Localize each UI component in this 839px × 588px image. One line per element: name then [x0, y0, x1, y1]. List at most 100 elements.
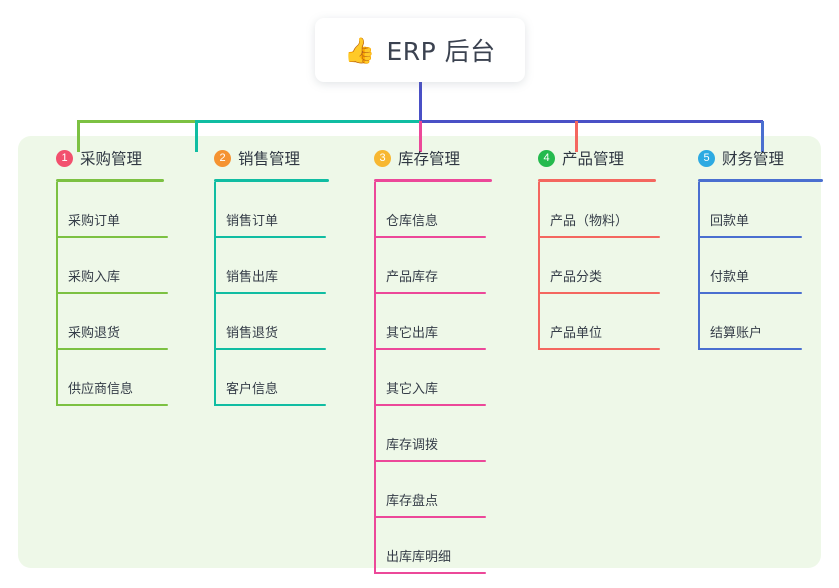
leaf-node-label: 客户信息 — [226, 382, 279, 397]
leaf-node[interactable]: 其它出库 — [358, 294, 510, 350]
column-title-3: 库存管理 — [398, 150, 461, 168]
leaf-node-underline — [698, 348, 802, 350]
leaf-node[interactable]: 库存调拨 — [358, 406, 510, 462]
column-spine-5 — [698, 182, 700, 350]
leaf-node[interactable]: 产品库存 — [358, 238, 510, 294]
column-header-rule-2 — [214, 179, 329, 182]
leaf-node-underline — [698, 236, 802, 238]
leaf-node-label: 采购入库 — [68, 270, 121, 285]
column-header-2[interactable]: 2 销售管理 — [198, 146, 348, 170]
leaf-node-label: 销售出库 — [226, 270, 279, 285]
column-header-rule-5 — [698, 179, 823, 182]
leaf-node[interactable]: 采购退货 — [40, 294, 190, 350]
column-spine-4 — [538, 182, 540, 350]
leaf-node[interactable]: 产品分类 — [522, 238, 684, 294]
leaf-node[interactable]: 销售出库 — [198, 238, 348, 294]
column-header-4[interactable]: 4 产品管理 — [522, 146, 684, 170]
column-spine-2 — [214, 182, 216, 406]
column-header-rule-4 — [538, 179, 656, 182]
leaf-node-label: 采购退货 — [68, 326, 121, 341]
leaf-node-underline — [374, 460, 486, 462]
leaf-node-label: 产品（物料） — [550, 214, 629, 229]
column-1: 1 采购管理采购订单采购入库采购退货供应商信息 — [40, 146, 190, 406]
leaf-node-underline — [698, 292, 802, 294]
leaf-node-label: 供应商信息 — [68, 382, 134, 397]
leaf-node[interactable]: 采购订单 — [40, 182, 190, 238]
leaf-node-underline — [214, 236, 326, 238]
column-spine-3 — [374, 182, 376, 574]
column-spine-1 — [56, 182, 58, 406]
column-items-2: 销售订单销售出库销售退货客户信息 — [198, 182, 348, 406]
leaf-node-underline — [214, 404, 326, 406]
leaf-node[interactable]: 采购入库 — [40, 238, 190, 294]
leaf-node-underline — [56, 348, 168, 350]
leaf-node-label: 产品分类 — [550, 270, 603, 285]
leaf-node-underline — [374, 348, 486, 350]
leaf-node-underline — [56, 236, 168, 238]
leaf-node[interactable]: 产品单位 — [522, 294, 684, 350]
column-title-2: 销售管理 — [238, 150, 301, 168]
leaf-node-underline — [538, 292, 660, 294]
column-title-1: 采购管理 — [80, 150, 143, 168]
leaf-node-label: 产品单位 — [550, 326, 603, 341]
leaf-node-underline — [538, 348, 660, 350]
leaf-node-label: 采购订单 — [68, 214, 121, 229]
column-items-1: 采购订单采购入库采购退货供应商信息 — [40, 182, 190, 406]
leaf-node-label: 销售退货 — [226, 326, 279, 341]
leaf-node-label: 出库库明细 — [386, 550, 452, 565]
leaf-node[interactable]: 库存盘点 — [358, 462, 510, 518]
column-badge-3: 3 — [374, 149, 391, 167]
column-items-4: 产品（物料） 产品分类产品单位 — [522, 182, 684, 350]
leaf-node[interactable]: 出库库明细 — [358, 518, 510, 574]
leaf-node-label: 结算账户 — [710, 326, 763, 341]
leaf-node-label: 其它入库 — [386, 382, 439, 397]
leaf-node[interactable]: 仓库信息 — [358, 182, 510, 238]
leaf-node[interactable]: 产品（物料） — [522, 182, 684, 238]
leaf-node[interactable]: 回款单 — [682, 182, 822, 238]
column-title-4: 产品管理 — [562, 150, 625, 168]
column-header-1[interactable]: 1 采购管理 — [40, 146, 190, 170]
leaf-node-underline — [214, 292, 326, 294]
leaf-node-underline — [56, 292, 168, 294]
root-node-content: 👍 ERP 后台 — [344, 32, 495, 68]
leaf-node-label: 付款单 — [710, 270, 750, 285]
leaf-node-label: 库存调拨 — [386, 438, 439, 453]
leaf-node-label: 产品库存 — [386, 270, 439, 285]
column-header-rule-3 — [374, 179, 492, 182]
column-4: 4 产品管理产品（物料） 产品分类产品单位 — [522, 146, 684, 350]
column-header-rule-1 — [56, 179, 164, 182]
root-node[interactable]: 👍 ERP 后台 — [315, 18, 525, 82]
column-3: 3 库存管理仓库信息产品库存其它出库其它入库库存调拨库存盘点出库库明细 — [358, 146, 510, 574]
leaf-node-label: 销售订单 — [226, 214, 279, 229]
leaf-node-label: 仓库信息 — [386, 214, 439, 229]
column-items-5: 回款单付款单结算账户 — [682, 182, 822, 350]
column-items-3: 仓库信息产品库存其它出库其它入库库存调拨库存盘点出库库明细 — [358, 182, 510, 574]
leaf-node[interactable]: 其它入库 — [358, 350, 510, 406]
leaf-node-underline — [374, 236, 486, 238]
leaf-node[interactable]: 销售订单 — [198, 182, 348, 238]
leaf-node-underline — [374, 516, 486, 518]
column-badge-4: 4 — [538, 149, 555, 167]
diagram-panel-background — [18, 136, 821, 568]
leaf-node[interactable]: 付款单 — [682, 238, 822, 294]
leaf-node-label: 回款单 — [710, 214, 750, 229]
column-header-3[interactable]: 3 库存管理 — [358, 146, 510, 170]
leaf-node-underline — [56, 404, 168, 406]
leaf-node[interactable]: 销售退货 — [198, 294, 348, 350]
leaf-node[interactable]: 供应商信息 — [40, 350, 190, 406]
leaf-node[interactable]: 结算账户 — [682, 294, 822, 350]
root-title: ERP 后台 — [386, 37, 496, 66]
leaf-node-underline — [374, 404, 486, 406]
leaf-node[interactable]: 客户信息 — [198, 350, 348, 406]
leaf-node-label: 其它出库 — [386, 326, 439, 341]
leaf-node-underline — [374, 292, 486, 294]
column-badge-1: 1 — [56, 149, 73, 167]
leaf-node-underline — [538, 236, 660, 238]
column-badge-2: 2 — [214, 149, 231, 167]
column-badge-5: 5 — [698, 149, 715, 167]
thumbs-up-icon: 👍 — [344, 35, 376, 65]
column-2: 2 销售管理销售订单销售出库销售退货客户信息 — [198, 146, 348, 406]
